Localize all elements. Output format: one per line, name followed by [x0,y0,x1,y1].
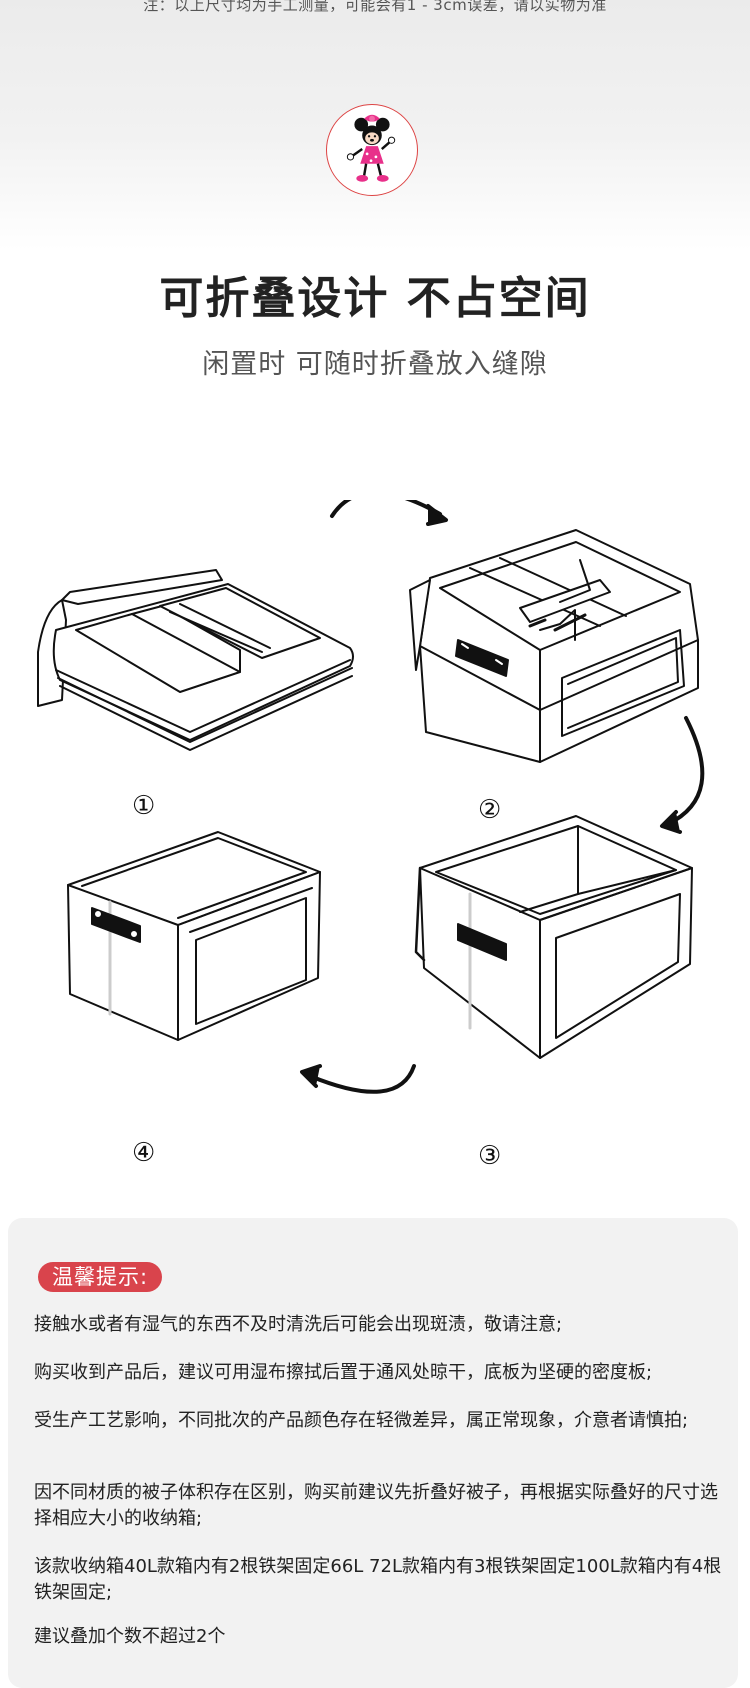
tip-item: 接触水或者有湿气的东西不及时清洗后可能会出现斑渍，敬请注意; [34,1314,563,1335]
tip-item: 受生产工艺影响，不同批次的产品颜色存在轻微差异，属正常现象，介意者请慎拍; [34,1410,689,1431]
headline: 可折叠设计 不占空间 [159,273,591,324]
tips-badge: 温馨提示: [38,1262,163,1292]
step-label-one: ① [132,791,156,821]
folding-steps-illustration [37,500,705,1094]
tip-item: 购买收到产品后，建议可用湿布擦拭后置于通风处晾干，底板为坚硬的密度板; [34,1362,653,1383]
subheadline: 闲置时 可随时折叠放入缝隙 [202,349,548,380]
tips-card [8,1218,738,1688]
tip-item: 该款收纳箱40L款箱内有2根铁架固定66L 72L款箱内有3根铁架固定100L款… [34,1556,722,1603]
step-three-open-box [414,815,693,1059]
tip-item: 因不同材质的被子体积存在区别，购买前建议先折叠好被子，再根据实际叠好的尺寸选择相… [34,1482,718,1529]
step-label-four: ④ [132,1138,156,1168]
step-label-two: ② [478,795,502,825]
rotation-arrows [300,500,705,1094]
minnie-mouse-icon [326,104,418,196]
step-two-half-open-box [409,529,699,763]
step-label-three: ③ [478,1141,502,1171]
step-one-folded-box [37,569,354,751]
tip-item: 建议叠加个数不超过2个 [34,1626,226,1647]
measurement-note: 注：以上尺寸均为手工测量，可能会有1 - 3cm误差，请以实物为准 [143,0,607,14]
step-four-closed-box [67,831,321,1041]
